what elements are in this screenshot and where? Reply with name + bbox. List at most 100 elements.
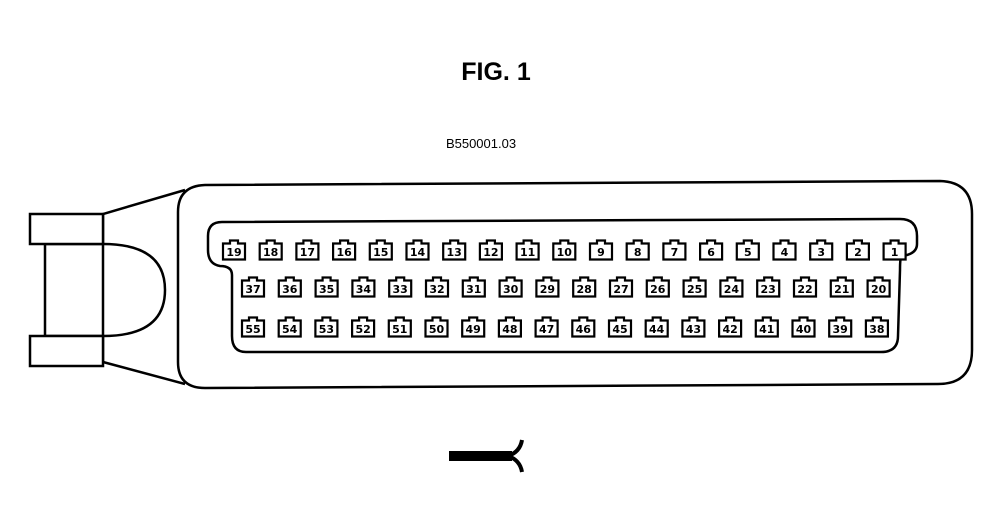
connector-pin: 5 [735,239,760,261]
pin-number: 6 [707,246,715,259]
pin-number: 5 [744,246,752,259]
pin-cavity-shape [607,316,633,338]
connector-pin: 1 [882,239,907,261]
pin-number: 43 [686,323,701,336]
connector-pin: 43 [681,316,706,338]
pin-cavity-shape [828,316,853,338]
pin-cavity-shape [368,239,393,261]
pin-cavity-shape [461,316,486,338]
connector-pin: 18 [258,239,283,261]
pin-cavity-shape [644,316,669,338]
pin-number: 40 [796,323,812,336]
pin-number: 46 [576,323,592,336]
figure-title: FIG. 1 [461,58,531,86]
pin-cavity-shape [588,239,614,261]
connector-pin: 38 [864,316,889,338]
pin-field-outline [206,217,919,354]
pin-number: 33 [393,283,408,296]
pin-number: 54 [282,323,298,336]
pin-number: 47 [539,323,554,336]
connector-pin: 54 [277,316,302,338]
pin-number: 9 [597,246,605,259]
connector-pin: 47 [534,316,559,338]
pin-number: 51 [392,323,407,336]
pin-number: 29 [540,283,555,296]
connector-pin: 11 [515,239,540,261]
connector-pin: 13 [442,239,467,261]
pin-cavity-shape [809,239,834,261]
pin-number: 32 [429,283,444,296]
connector-bottom-tab [28,334,105,368]
pin-number: 21 [834,283,849,296]
pin-number: 42 [722,323,737,336]
connector-pin: 51 [387,316,412,338]
connector-pin: 14 [405,239,430,261]
connector-pin: 26 [645,276,670,298]
pin-cavity-shape [754,316,779,338]
pin-number: 48 [502,323,517,336]
pin-number: 44 [649,323,665,336]
connector-pin: 31 [461,276,486,298]
pin-cavity-shape [792,276,818,298]
connector-pin: 30 [498,276,523,298]
pin-number: 35 [319,283,334,296]
pin-number: 45 [612,323,627,336]
pin-cavity-shape [735,239,760,261]
pin-number: 1 [891,246,899,259]
pin-cavity-shape [295,239,320,261]
connector-pin: 36 [277,276,302,298]
connector-pin: 46 [571,316,596,338]
pin-number: 30 [503,283,519,296]
pin-cavity-shape [221,239,247,261]
connector-pin: 23 [756,276,781,298]
connector-pin: 50 [424,316,449,338]
connector-pin: 41 [754,316,779,338]
pin-cavity-shape [424,276,450,298]
connector-pin: 39 [828,316,853,338]
connector-pin: 27 [608,276,634,298]
pin-cavity-shape [277,276,302,298]
pin-cavity-shape [662,239,687,261]
pin-number: 39 [833,323,848,336]
connector-pin: 42 [718,316,743,338]
connector-pin: 12 [478,239,503,261]
pin-cavity-shape [388,276,413,298]
connector-pin: 22 [792,276,818,298]
connector-plug-body [28,179,974,390]
pin-number: 15 [373,246,388,259]
pin-number: 14 [410,246,426,259]
pin-cavity-shape [258,239,283,261]
pin-number: 49 [466,323,481,336]
figure-reference-code: B550001.03 [445,136,517,151]
pin-number: 13 [447,246,462,259]
pin-number: 55 [245,323,260,336]
pin-cavity-shape [277,316,302,338]
pin-cavity-shape [772,239,797,261]
connector-pin: 25 [682,276,707,298]
pin-number: 18 [263,246,278,259]
pin-cavity-shape [882,239,907,261]
pin-cavity-shape [351,276,376,298]
pin-cavity-shape [864,316,889,338]
pin-cavity-shape [866,276,891,298]
connector-pin: 21 [829,276,854,298]
pin-cavity-shape [756,276,781,298]
pin-cavity-shape [515,239,540,261]
connector-pin: 15 [368,239,393,261]
connector-top-tab [28,212,105,246]
pin-cavity-shape [240,316,266,338]
connector-pin: 28 [572,276,597,298]
pin-cavity-shape [791,316,816,338]
connector-pin: 24 [719,276,744,298]
pin-cavity-shape [699,239,724,261]
connector-pin: 55 [240,316,266,338]
connector-pin: 34 [351,276,376,298]
pin-cavity-shape [681,316,706,338]
pin-cavity-shape [497,316,522,338]
pin-number: 31 [466,283,481,296]
connector-pin: 8 [625,239,650,261]
pin-number: 34 [356,283,372,296]
connector-handle [43,242,167,338]
pin-number: 41 [759,323,774,336]
pin-number: 8 [634,246,642,259]
